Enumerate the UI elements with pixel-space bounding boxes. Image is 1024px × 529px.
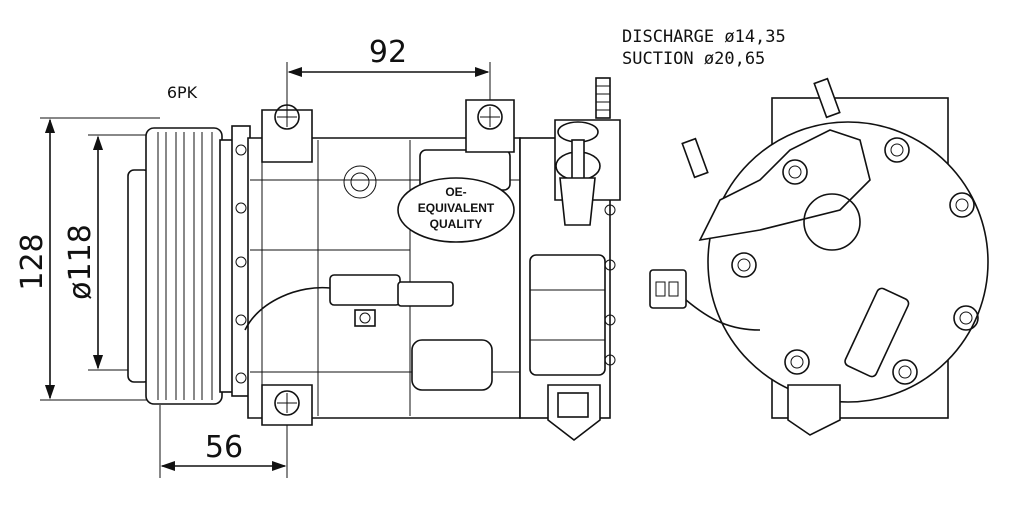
electrical-connector	[244, 274, 601, 442]
pulley	[127, 125, 251, 405]
dimension-height-outer: 128	[15, 117, 160, 401]
refrigerant-ports	[554, 77, 621, 226]
discharge-spec: DISCHARGE ø14,35	[622, 27, 786, 47]
pulley-label: 6PK	[167, 83, 198, 102]
mounting-ears	[261, 99, 515, 426]
dimension-top-width: 92	[286, 35, 491, 110]
dimension-pulley-diameter-label: ø118	[63, 224, 98, 300]
rear-view: DISCHARGE ø14,35 SUCTION ø20,65	[622, 27, 989, 436]
quality-badge-line1: OE-	[445, 185, 466, 199]
dimension-pulley-diameter: ø118	[63, 134, 150, 371]
dimension-bottom-width-label: 56	[205, 430, 243, 465]
dimension-top-width-label: 92	[369, 35, 407, 70]
quality-badge-line3: QUALITY	[430, 217, 483, 231]
quality-badge: OE- EQUIVALENT QUALITY	[397, 177, 515, 243]
dimension-bottom-width: 56	[159, 405, 288, 478]
quality-badge-line2: EQUIVALENT	[418, 201, 495, 215]
dimension-height-outer-label: 128	[15, 233, 50, 290]
suction-spec: SUCTION ø20,65	[622, 49, 765, 69]
side-view: 92 6PK 128 ø118 56	[15, 35, 621, 478]
